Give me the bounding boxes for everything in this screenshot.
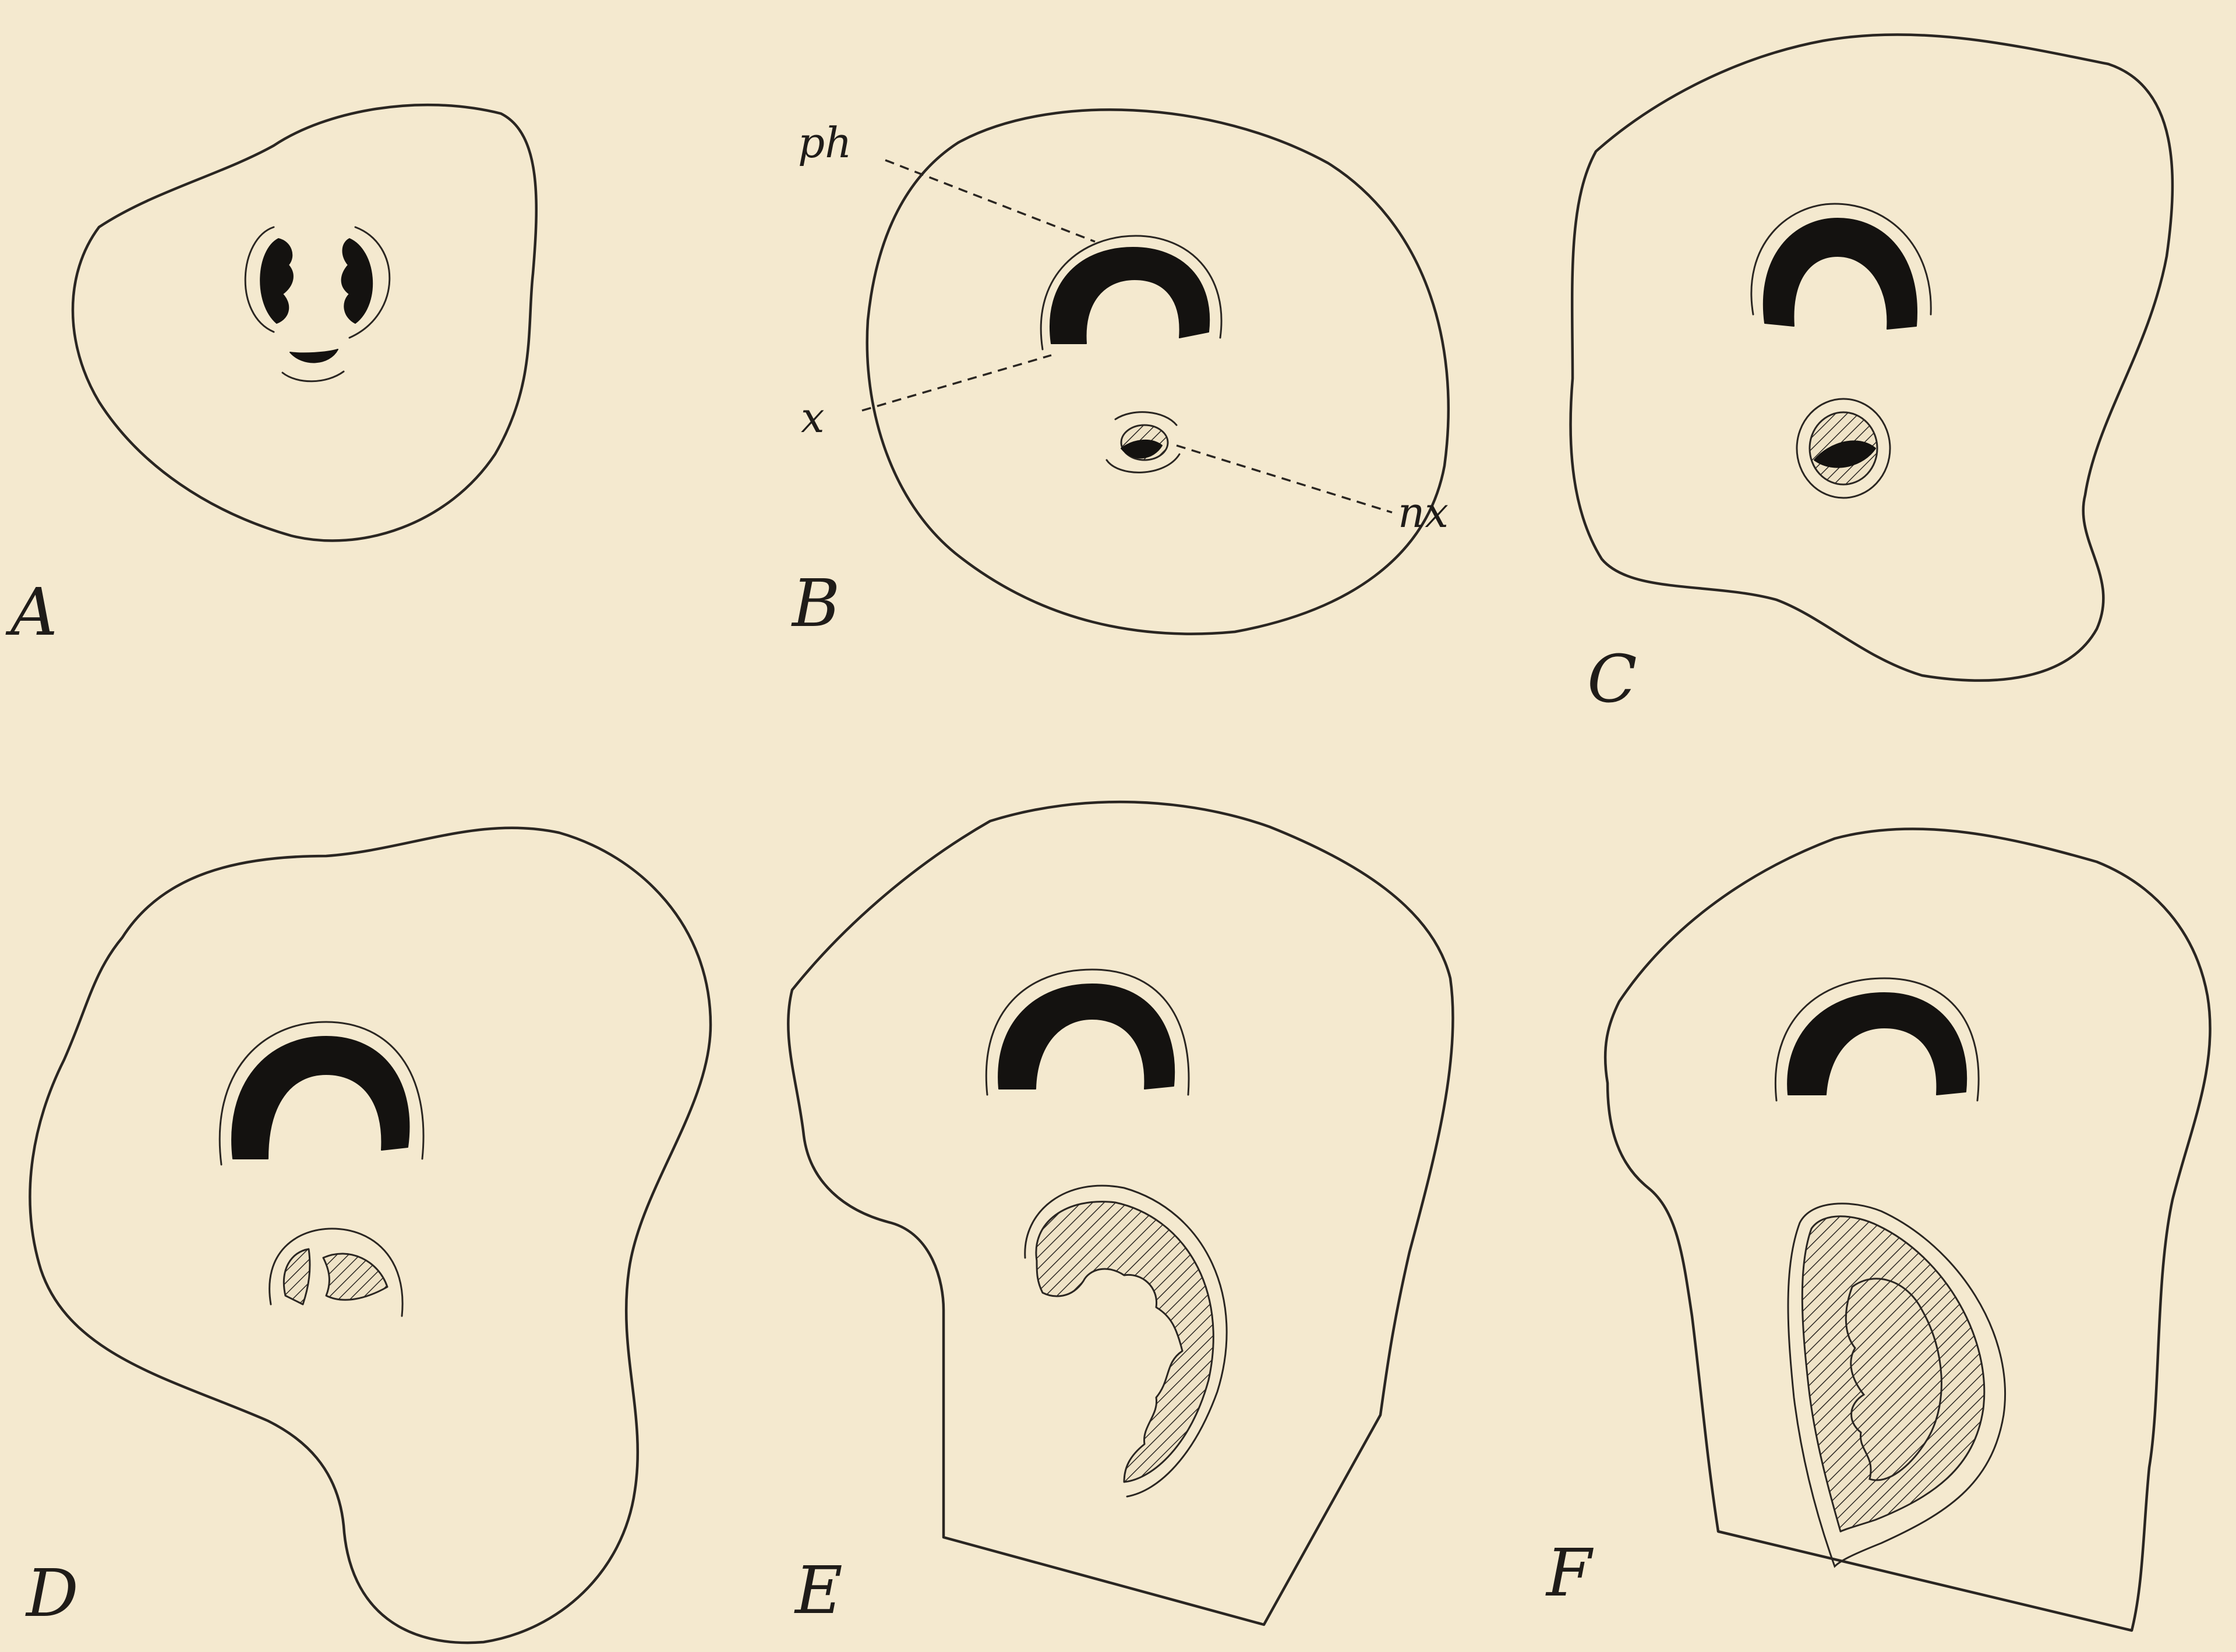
panel-c-letter: C — [1587, 642, 1637, 717]
panel-e-letter: E — [794, 1553, 843, 1629]
panel-f-outline — [1605, 829, 2210, 1630]
panel-e-xylem-arc — [998, 984, 1174, 1089]
panel-d-nx-hatched-left — [284, 1249, 310, 1304]
panel-a-xylem-bottom — [290, 349, 338, 362]
panel-c: C — [1571, 34, 2173, 717]
panel-a-xylem-left — [260, 239, 293, 323]
panel-a-xylem-right — [342, 239, 373, 323]
panel-d-nx-hatched-right — [323, 1254, 387, 1300]
label-ph: ph — [798, 118, 852, 167]
panel-f-xylem-arc — [1788, 993, 1966, 1095]
panel-b-letter: B — [791, 566, 840, 642]
panel-a-sheath-bottom — [282, 372, 344, 381]
panel-d: D — [25, 828, 711, 1643]
panel-d-xylem-arc — [232, 1037, 409, 1159]
panel-b-leader-ph — [885, 160, 1095, 242]
panel-b-xylem-arc — [1050, 247, 1209, 344]
panel-e: E — [788, 802, 1453, 1629]
panel-d-letter: D — [25, 1556, 79, 1632]
panel-d-outline — [30, 828, 711, 1643]
panel-b: ph x nx B — [791, 109, 1449, 642]
label-x: x — [801, 393, 825, 442]
panel-f-nx-hatched — [1802, 1216, 1984, 1531]
panel-b-leader-nx — [1177, 445, 1392, 512]
panel-b-leader-x — [862, 355, 1051, 411]
panel-f: F — [1545, 829, 2210, 1630]
panel-b-outline — [867, 109, 1449, 634]
panel-a-outline — [73, 105, 536, 540]
panel-c-outline — [1571, 34, 2173, 680]
label-nx: nx — [1398, 488, 1449, 537]
panel-f-letter: F — [1545, 1536, 1594, 1611]
panel-c-xylem-arc — [1764, 218, 1917, 329]
panel-a: A — [5, 105, 536, 650]
panel-a-letter: A — [5, 575, 58, 650]
panel-e-nx-hatched — [1036, 1202, 1213, 1482]
panel-b-nx-sheath-top — [1115, 412, 1177, 425]
